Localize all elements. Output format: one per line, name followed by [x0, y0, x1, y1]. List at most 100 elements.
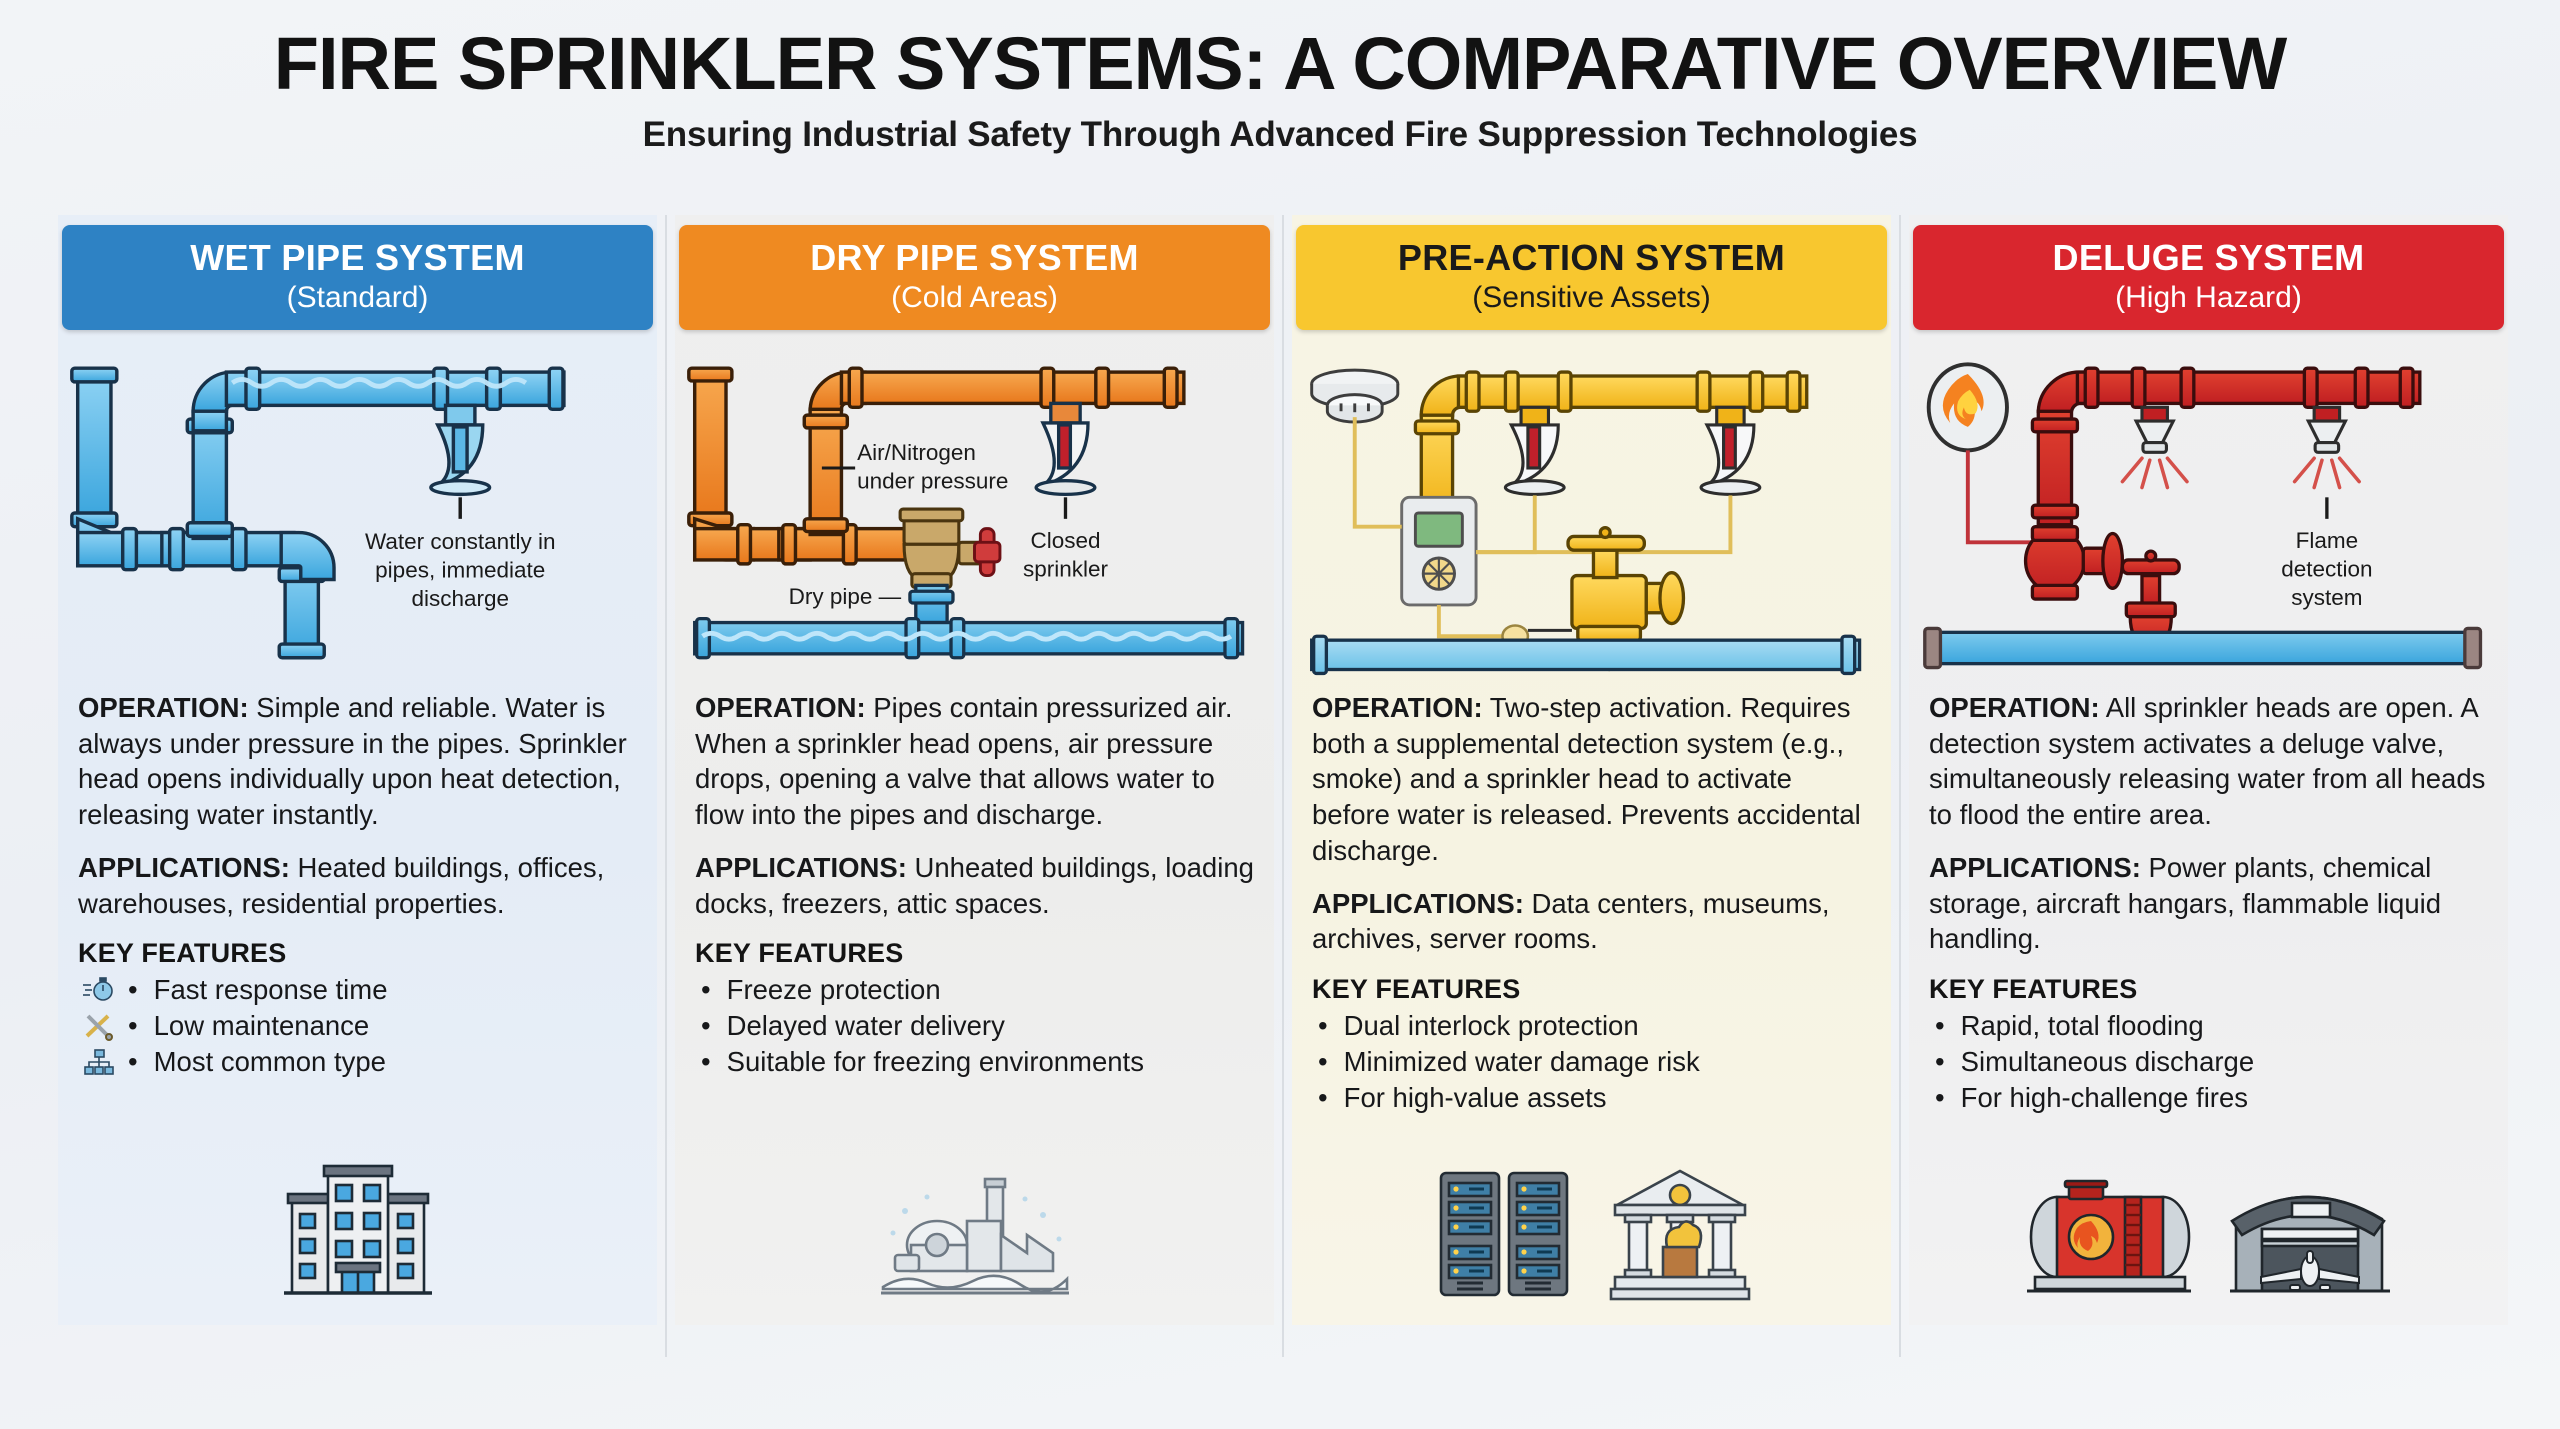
diagram-deluge: Flame detection system	[1915, 342, 2502, 682]
applications-paragraph-dry: APPLICATIONS: Unheated buildings, loadin…	[695, 850, 1258, 922]
bullet-icon: •	[128, 974, 138, 1006]
column-pre-action: PRE-ACTION SYSTEM (Sensitive Assets)	[1284, 215, 1901, 1357]
system-columns: WET PIPE SYSTEM (Standard)	[50, 215, 2516, 1357]
list-item: • Freeze protection	[695, 972, 1258, 1008]
key-features-list-wet: • Fast response time • Low m	[78, 972, 641, 1079]
feature-label: Suitable for freezing environments	[726, 1045, 1144, 1077]
operation-text-wet: Simple and reliable. Water is always und…	[78, 691, 627, 831]
applications-paragraph-wet: APPLICATIONS: Heated buildings, offices,…	[78, 850, 641, 922]
closed-sprinkler-label-2: sprinkler	[1023, 556, 1109, 581]
diagram-label-wet: Water constantly in pipes, immediate dis…	[365, 529, 555, 611]
stopwatch-icon	[82, 975, 116, 1005]
applications-text-dry: Unheated buildings, loading docks, freez…	[695, 851, 1254, 919]
air-nitrogen-label-1: Air/Nitrogen	[857, 440, 976, 465]
list-item: • Simultaneous discharge	[1929, 1044, 2492, 1080]
operation-label: OPERATION:	[1929, 691, 2100, 723]
bullet-icon: •	[701, 974, 711, 1006]
textblock-deluge: OPERATION: All sprinkler heads are open.…	[1901, 682, 2516, 1116]
key-features-heading-wet: KEY FEATURES	[78, 938, 287, 969]
server-rack-icon	[1439, 1171, 1568, 1297]
operation-text-dry: Pipes contain pressurized air. When a sp…	[695, 691, 1233, 831]
feature-label: For high-value assets	[1343, 1081, 1607, 1113]
diagram-pre-action	[1298, 342, 1885, 682]
header-title-deluge: DELUGE SYSTEM	[2052, 237, 2365, 278]
key-features-list-preaction: • Dual interlock protection • Minimized …	[1312, 1008, 1875, 1115]
key-features-heading-deluge: KEY FEATURES	[1929, 974, 2138, 1005]
column-wet-pipe: WET PIPE SYSTEM (Standard)	[50, 215, 667, 1357]
bullet-icon: •	[1318, 1045, 1328, 1077]
feature-label: Low maintenance	[153, 1010, 370, 1042]
bullet-icon: •	[128, 1010, 138, 1042]
bullet-icon: •	[1935, 1045, 1945, 1077]
closed-sprinkler-label-1: Closed	[1030, 528, 1100, 553]
applications-paragraph-preaction: APPLICATIONS: Data centers, museums, arc…	[1312, 886, 1875, 958]
diagram-labels-deluge: Flame detection system	[2281, 528, 2372, 610]
feature-label: Freeze protection	[726, 974, 941, 1006]
header-card-dry[interactable]: DRY PIPE SYSTEM (Cold Areas)	[679, 225, 1270, 330]
feature-label: Minimized water damage risk	[1343, 1045, 1700, 1077]
header-subtitle-dry: (Cold Areas)	[891, 280, 1058, 314]
bullet-icon: •	[701, 1045, 711, 1077]
operation-label: OPERATION:	[1312, 691, 1483, 723]
feature-label: Fast response time	[153, 974, 388, 1006]
key-features-heading-dry: KEY FEATURES	[695, 938, 904, 969]
applications-label: APPLICATIONS:	[78, 851, 290, 883]
flame-label-2: detection	[2281, 556, 2372, 581]
operation-paragraph-deluge: OPERATION: All sprinkler heads are open.…	[1929, 690, 2492, 833]
label-line-1: Water constantly in	[365, 529, 555, 554]
textblock-wet: OPERATION: Simple and reliable. Water is…	[50, 682, 665, 1080]
header-title-dry: DRY PIPE SYSTEM	[810, 237, 1139, 278]
header-card-deluge[interactable]: DELUGE SYSTEM (High Hazard)	[1913, 225, 2504, 330]
list-item: • Minimized water damage risk	[1312, 1044, 1875, 1080]
feature-label: Dual interlock protection	[1343, 1010, 1639, 1042]
operation-paragraph-preaction: OPERATION: Two-step activation. Requires…	[1312, 690, 1875, 869]
list-item: • For high-value assets	[1312, 1080, 1875, 1116]
label-line-2: pipes, immediate	[375, 557, 545, 582]
aircraft-hangar-icon	[2229, 1195, 2390, 1293]
applications-text-deluge: Power plants, chemical storage, aircraft…	[1929, 851, 2442, 955]
feature-label: Simultaneous discharge	[1960, 1045, 2255, 1077]
dry-pipe-label: Dry pipe —	[789, 584, 902, 609]
label-line-3: discharge	[411, 586, 509, 611]
textblock-preaction: OPERATION: Two-step activation. Requires…	[1284, 682, 1899, 1116]
list-item: • Delayed water delivery	[695, 1008, 1258, 1044]
diagram-wet-pipe: Water constantly in pipes, immediate dis…	[64, 342, 651, 682]
applications-label: APPLICATIONS:	[1929, 851, 2141, 883]
column-dry-pipe: DRY PIPE SYSTEM (Cold Areas)	[667, 215, 1284, 1357]
header-title-preaction: PRE-ACTION SYSTEM	[1397, 237, 1786, 278]
operation-text-deluge: All sprinkler heads are open. A detectio…	[1929, 691, 2486, 831]
feature-label: Rapid, total flooding	[1960, 1010, 2204, 1042]
key-features-heading-preaction: KEY FEATURES	[1312, 974, 1521, 1005]
header-card-preaction[interactable]: PRE-ACTION SYSTEM (Sensitive Assets)	[1296, 225, 1887, 330]
operation-label: OPERATION:	[78, 691, 249, 723]
flame-label-3: system	[2291, 585, 2362, 610]
bullet-icon: •	[1935, 1081, 1945, 1113]
textblock-dry: OPERATION: Pipes contain pressurized air…	[667, 682, 1282, 1080]
museum-icon	[1609, 1169, 1750, 1301]
foot-icons-wet	[50, 1159, 665, 1357]
diagram-labels-dry: Closed sprinkler	[1023, 528, 1109, 581]
fuel-tank-icon	[2026, 1179, 2191, 1293]
column-deluge: DELUGE SYSTEM (High Hazard)	[1901, 215, 2516, 1357]
air-nitrogen-label-2: under pressure	[857, 468, 1008, 493]
page-subtitle: Ensuring Industrial Safety Through Advan…	[642, 114, 1918, 154]
header-subtitle-preaction: (Sensitive Assets)	[1472, 280, 1711, 314]
header-card-wet[interactable]: WET PIPE SYSTEM (Standard)	[62, 225, 653, 330]
tools-icon	[82, 1011, 116, 1041]
applications-paragraph-deluge: APPLICATIONS: Power plants, chemical sto…	[1929, 850, 2492, 957]
operation-paragraph-wet: OPERATION: Simple and reliable. Water is…	[78, 690, 641, 833]
smoke-detector-icon	[1310, 368, 1400, 424]
hierarchy-icon	[82, 1047, 116, 1077]
list-item: • Suitable for freezing environments	[695, 1044, 1258, 1080]
bullet-icon: •	[701, 1010, 711, 1042]
header: FIRE SPRINKLER SYSTEMS: A COMPARATIVE OV…	[0, 0, 2560, 155]
list-item: • Rapid, total flooding	[1929, 1008, 2492, 1044]
bullet-icon: •	[128, 1045, 138, 1077]
list-item: • For high-challenge fires	[1929, 1080, 2492, 1116]
diagram-dry-pipe: Closed sprinkler Air/Nitrogen under pres…	[681, 342, 1268, 682]
applications-label: APPLICATIONS:	[695, 851, 907, 883]
feature-label: For high-challenge fires	[1960, 1081, 2249, 1113]
operation-paragraph-dry: OPERATION: Pipes contain pressurized air…	[695, 690, 1258, 833]
flame-label-1: Flame	[2296, 528, 2359, 553]
